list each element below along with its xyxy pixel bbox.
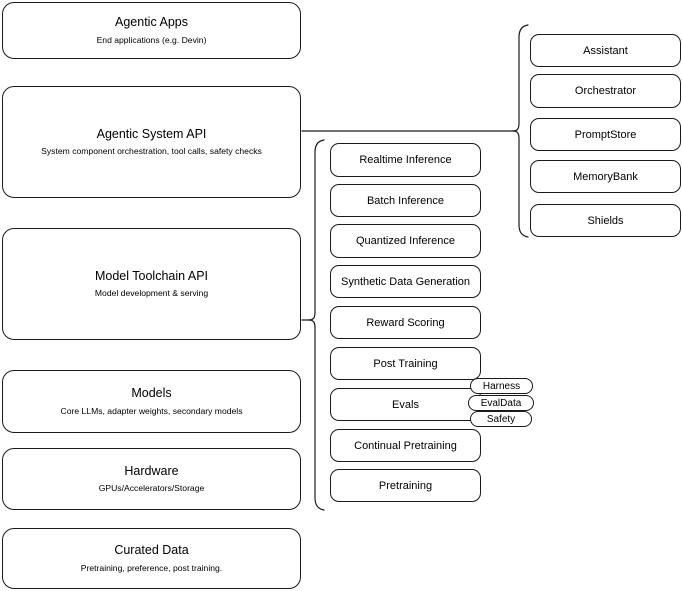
chip-label: Reward Scoring: [366, 316, 445, 329]
stack-layer-subtitle: Model development & serving: [94, 288, 209, 299]
toolchain-chip-continual-pretraining[interactable]: Continual Pretraining: [330, 429, 481, 462]
stack-layer-subtitle: Core LLMs, adapter weights, secondary mo…: [60, 405, 243, 416]
chip-label: Assistant: [583, 44, 628, 57]
toolchain-chip-reward-scoring[interactable]: Reward Scoring: [330, 306, 481, 339]
toolchain-chip-synthetic-data-generation[interactable]: Synthetic Data Generation: [330, 265, 481, 298]
pill-label: Safety: [486, 413, 516, 425]
chip-label: Pretraining: [378, 479, 433, 492]
stack-layer-title: Curated Data: [114, 543, 189, 558]
stack-layer-subtitle: Pretraining, preference, post training.: [80, 562, 223, 573]
toolchain-chip-post-training[interactable]: Post Training: [330, 347, 481, 380]
stack-layer-agentic-apps[interactable]: Agentic Apps End applications (e.g. Devi…: [2, 2, 301, 59]
stack-layer-model-toolchain-api[interactable]: Model Toolchain API Model development & …: [2, 228, 301, 340]
chip-label: MemoryBank: [573, 170, 638, 183]
stack-layer-title: Agentic System API: [96, 126, 207, 141]
chip-label: Quantized Inference: [355, 235, 456, 247]
chip-label: Batch Inference: [366, 194, 445, 207]
chip-label: Orchestrator: [574, 85, 637, 97]
evals-pill-evaldata[interactable]: EvalData: [468, 395, 534, 411]
system-chip-orchestrator[interactable]: Orchestrator: [530, 74, 681, 108]
system-chip-memorybank[interactable]: MemoryBank: [530, 160, 681, 193]
stack-layer-hardware[interactable]: Hardware GPUs/Accelerators/Storage: [2, 448, 301, 510]
toolchain-chip-batch-inference[interactable]: Batch Inference: [330, 184, 481, 217]
toolchain-chip-pretraining[interactable]: Pretraining: [330, 469, 481, 502]
chip-label: Post Training: [373, 357, 438, 370]
toolchain-chip-evals[interactable]: Evals: [330, 388, 481, 421]
stack-layer-curated-data[interactable]: Curated Data Pretraining, preference, po…: [2, 528, 301, 589]
evals-pill-harness[interactable]: Harness: [470, 378, 533, 394]
stack-layer-subtitle: System component orchestration, tool cal…: [41, 146, 262, 157]
evals-pill-safety[interactable]: Safety: [470, 411, 532, 427]
stack-layer-subtitle: End applications (e.g. Devin): [96, 34, 207, 45]
chip-label: Shields: [587, 214, 624, 227]
stack-layer-models[interactable]: Models Core LLMs, adapter weights, secon…: [2, 370, 301, 433]
chip-label: Continual Pretraining: [354, 439, 457, 452]
stack-layer-title: Agentic Apps: [115, 15, 188, 30]
chip-label: PromptStore: [574, 128, 637, 141]
stack-layer-subtitle: GPUs/Accelerators/Storage: [98, 483, 205, 494]
chip-label: Realtime Inference: [359, 154, 452, 166]
chip-label: Synthetic Data Generation: [340, 275, 471, 288]
toolchain-chip-quantized-inference[interactable]: Quantized Inference: [330, 224, 481, 258]
chip-label: Evals: [392, 398, 419, 411]
stack-layer-title: Models: [131, 386, 172, 401]
system-chip-promptstore[interactable]: PromptStore: [530, 118, 681, 151]
system-chip-shields[interactable]: Shields: [530, 204, 681, 237]
stack-layer-agentic-system-api[interactable]: Agentic System API System component orch…: [2, 86, 301, 198]
pill-label: EvalData: [480, 397, 522, 409]
toolchain-chip-realtime-inference[interactable]: Realtime Inference: [330, 143, 481, 177]
connector-model-toolchain-api: [300, 135, 330, 520]
stack-layer-title: Hardware: [124, 463, 179, 478]
pill-label: Harness: [482, 380, 521, 392]
system-chip-assistant[interactable]: Assistant: [530, 34, 681, 67]
stack-layer-title: Model Toolchain API: [94, 268, 209, 283]
